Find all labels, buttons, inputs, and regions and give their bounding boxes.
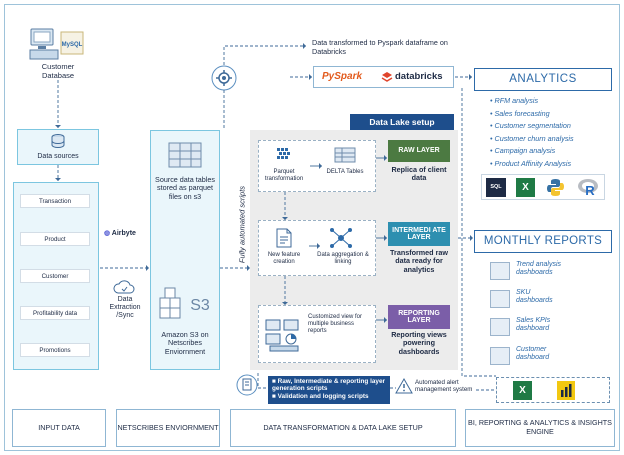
diagram-frame — [4, 4, 620, 451]
pyspark-logo: PySpark — [322, 71, 363, 82]
scripts-item: ■ Raw, Intermediate & reporting layer ge… — [272, 378, 386, 392]
parquet-files-icon — [166, 140, 204, 175]
analytics-title: ANALYTICS — [474, 68, 612, 91]
s3-description: Source data tables stored as parquet fil… — [155, 175, 215, 201]
layer-desc-reporting: Reporting views powering dashboards — [391, 330, 447, 356]
source-item-profitability: Profitability data — [20, 306, 90, 320]
python-icon — [546, 178, 565, 197]
mysql-logo: MySQL — [62, 42, 83, 48]
airbyte-logo: ◍ Airbyte — [104, 230, 136, 237]
source-item-promotions: Promotions — [20, 343, 90, 357]
scripts-item: ■ Validation and logging scripts — [272, 393, 369, 400]
layer-desc-intermediate: Transformed raw data ready for analytics — [390, 248, 448, 274]
report-item: Customer dashboard — [516, 346, 550, 362]
analytics-item: • Customer segmentation — [490, 121, 571, 131]
report-row: Customer dashboard — [486, 345, 614, 369]
r-icon: R — [577, 177, 599, 198]
s3-logo: S3 — [190, 297, 210, 314]
scripts-list-box: ■ Raw, Intermediate & reporting layer ge… — [268, 376, 390, 404]
analytics-item: • RFM analysis — [490, 96, 539, 105]
analytics-item: • Sales forecasting — [490, 108, 550, 118]
reports-icon — [264, 318, 304, 359]
feature-icon — [275, 228, 293, 253]
bottom-input-data: INPUT DATA — [12, 409, 106, 447]
stage-reporting — [258, 305, 376, 363]
sku-dashboard-icon — [490, 290, 510, 308]
excel-icon: X — [516, 178, 535, 197]
source-item-transaction: Transaction — [20, 194, 90, 208]
layer-tag-intermediate: INTERMEDI ATE LAYER — [388, 222, 450, 246]
source-item-customer: Customer — [20, 269, 90, 283]
source-item-product: Product — [20, 232, 90, 246]
trend-dashboard-icon — [490, 262, 510, 280]
report-row: Trend analysis dashboards — [486, 260, 614, 284]
power-bi-icon — [557, 381, 575, 400]
s3-column-box — [150, 130, 220, 370]
databricks-icon — [381, 70, 393, 88]
alert-label: Automated alert management system — [415, 379, 473, 394]
report-item: Trend analysis dashboards — [516, 261, 562, 277]
bi-tools-box: X — [496, 377, 610, 403]
extraction-label: Data Extraction /Sync — [109, 296, 141, 320]
scripts-document-icon — [236, 373, 258, 402]
sql-icon: SQL — [486, 178, 506, 197]
parquet-icon — [275, 146, 295, 169]
sales-kpi-icon — [490, 318, 510, 336]
analytics-item: • Product Affinity Analysis — [490, 158, 572, 168]
report-item: Sales KPIs dashboard — [516, 317, 551, 333]
report-item: SKU dashboards — [516, 289, 553, 305]
bottom-bi-reporting: BI, REPORTING & ANALYTICS & INSIGHTS ENG… — [465, 409, 615, 447]
aggregation-icon — [328, 226, 354, 255]
report-row: SKU dashboards — [486, 288, 614, 312]
layer-tag-reporting: REPORTING LAYER — [388, 305, 450, 329]
analytics-list: • RFM analysis • Sales forecasting • Cus… — [490, 95, 574, 171]
alert-icon — [395, 377, 413, 399]
aggregation-label: Data aggregation & linking — [317, 252, 369, 265]
customer-dashboard-icon — [490, 347, 510, 365]
monthly-reports-title: MONTHLY REPORTS — [474, 230, 612, 253]
data-sources-label: Data sources — [37, 153, 79, 160]
customer-database-icon: MySQL — [28, 26, 88, 62]
bottom-data-transformation: DATA TRANSFORMATION & DATA LAKE SETUP — [230, 409, 456, 447]
parquet-label: Parquet transformation — [264, 169, 304, 182]
bottom-netscribes-env: NETSCRIBES ENVIORNMENT — [116, 409, 220, 447]
delta-icon — [334, 146, 356, 169]
r-logo: R — [585, 183, 595, 198]
excel-icon: X — [513, 381, 532, 400]
cloud-sync-icon — [113, 279, 135, 300]
data-lake-title: Data Lake setup — [350, 114, 454, 130]
customer-database-label: Customer Database — [41, 62, 75, 80]
s3-bucket-icon: S3 — [156, 280, 216, 320]
layer-tag-raw: RAW LAYER — [388, 140, 450, 162]
databricks-logo: databricks — [395, 71, 443, 82]
database-icon — [50, 133, 66, 154]
analytics-item: • Campaign analysis — [490, 146, 556, 156]
report-row: Sales KPIs dashboard — [486, 316, 614, 340]
s3-caption: Amazon S3 on Netscribes Enviornment — [161, 330, 209, 356]
analytics-item: • Customer churn analysis — [490, 133, 574, 143]
layer-desc-raw: Replica of client data — [391, 165, 447, 183]
customized-label: Customized view for multiple business re… — [308, 314, 363, 334]
analytics-tools: SQL X R — [481, 174, 605, 200]
new-feature-label: New feature creation — [267, 252, 301, 265]
pyspark-note: Data transformed to Pyspark dataframe on… — [312, 38, 448, 56]
airbyte-label: Airbyte — [111, 230, 136, 237]
delta-label: DELTA Tables — [326, 169, 364, 175]
pyspark-databricks-box — [313, 66, 454, 88]
